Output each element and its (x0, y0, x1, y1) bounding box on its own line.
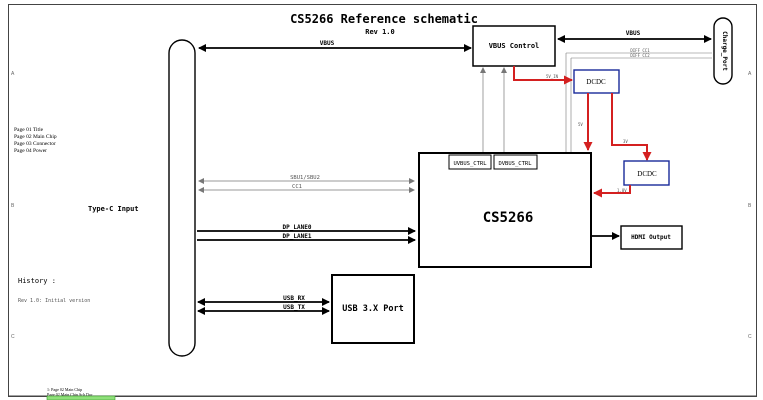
border-letter-c-right: C (748, 334, 752, 340)
uvbus-ctrl-pin (448, 154, 492, 170)
power-wire-3v (611, 93, 652, 161)
dvbus-ctrl-pin (493, 154, 538, 170)
history-label: History : (18, 277, 56, 285)
dp-lane1-label: DP_LANE1 (283, 233, 312, 240)
typec-connector (168, 39, 196, 357)
border-letter-b: B (11, 203, 15, 209)
vbus-left-label: VBUS (320, 40, 335, 47)
page-title: CS5266 Reference schematic (290, 12, 478, 26)
uvbus-ctrl-label: UVBUS_CTRL (453, 161, 487, 167)
usb-tx-label: USB_TX (283, 304, 305, 311)
page-list-item: Page 02 Main Chip (14, 134, 57, 140)
charge-port-label: Charge_Port (721, 31, 728, 71)
diff-cc2-label: DIFF CC2 (630, 53, 650, 58)
revision-label: Rev 1.0 (365, 28, 395, 36)
dcdc-block-1 (573, 69, 620, 94)
cs5266-chip (418, 152, 592, 268)
hdmi-label: HDMI Output (631, 234, 671, 241)
usb3-port-block (331, 274, 415, 344)
border-letter-a: A (11, 71, 15, 77)
dcdc-2-label: DCDC (637, 170, 657, 178)
charge-port-connector (713, 17, 733, 85)
cs5266-label: CS5266 (483, 210, 534, 226)
footer-line: Page 02 Main Chip Sch Doc (47, 392, 93, 397)
hdmi-output-block (620, 225, 683, 250)
vbus-right-label: VBUS (626, 30, 641, 37)
v5-label: 5V (578, 122, 583, 127)
vbus-control-label: VBUS Control (489, 42, 540, 50)
footer-line: 1: Page 02 Main Chip (47, 387, 82, 392)
dvbus-ctrl-label: DVBUS_CTRL (498, 161, 532, 167)
power-wire-vin (513, 66, 573, 85)
vin-label: 5V_IN (546, 74, 559, 79)
dcdc-1-label: DCDC (586, 78, 606, 86)
v1-label: 1.8V (617, 188, 627, 193)
page-list-item: Page 03 Connector (14, 141, 56, 147)
usb-rx-label: USB_RX (283, 295, 305, 302)
border-letter-c: C (11, 334, 15, 340)
power-wire-1v8 (593, 185, 631, 198)
border-letter-a-right: A (748, 71, 752, 77)
diff-cc1-label: DIFF CC1 (630, 48, 650, 53)
dp-lane0-label: DP_LANE0 (283, 224, 312, 231)
footer-green-bar (46, 395, 116, 400)
dcdc-block-2 (623, 160, 670, 186)
border-letter-b-right: B (748, 203, 752, 209)
history-entry: Rev 1.0: Initial version (18, 298, 90, 304)
vbus-control-block (472, 25, 556, 67)
cc1-label: CC1 (292, 184, 302, 190)
usb3-label: USB 3.X Port (342, 304, 403, 314)
page-list-item: Page 01 Title (14, 127, 44, 133)
sbu-label: SBU1/SBU2 (290, 175, 320, 181)
typec-label: Type-C Input (88, 205, 139, 213)
page-list-item: Page 04 Power (14, 148, 47, 154)
v3-label: 3V (623, 139, 628, 144)
